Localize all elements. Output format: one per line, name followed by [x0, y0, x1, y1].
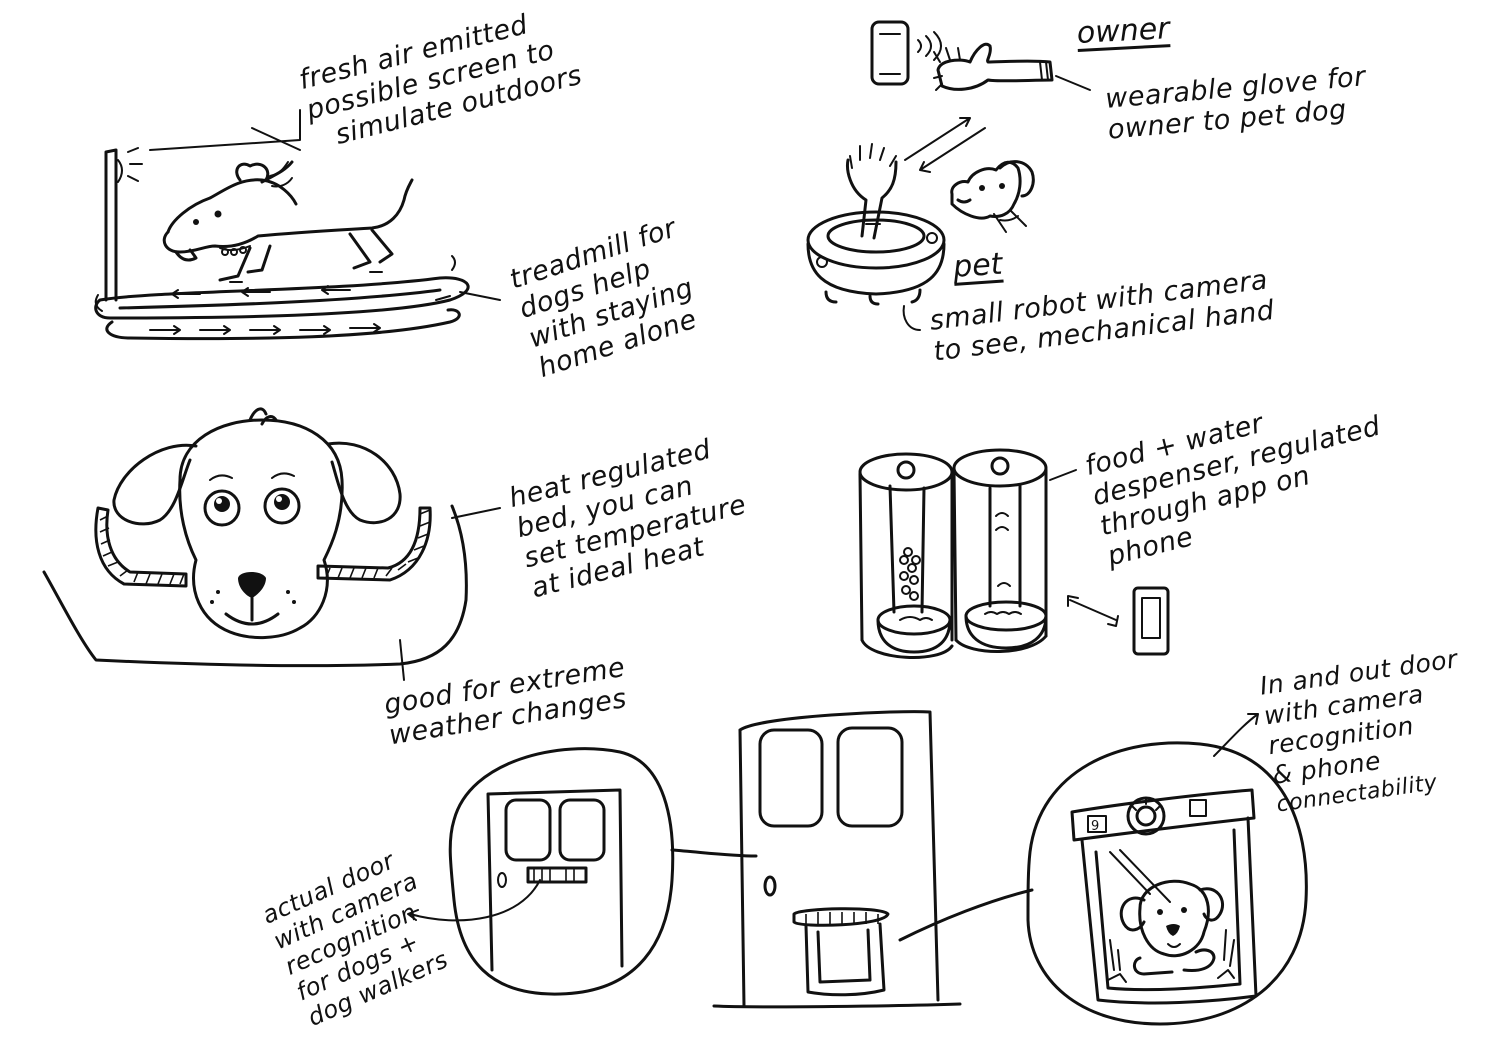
- treadmill-sketch: [94, 147, 470, 341]
- actual-door-closeup: [448, 747, 675, 996]
- robot-leader: [902, 305, 921, 331]
- right-connector: [898, 888, 1034, 942]
- left-connector: [670, 848, 758, 858]
- actual-door-leader: [407, 879, 541, 922]
- owner-label: owner: [1076, 11, 1171, 51]
- fresh-air-leader: [149, 109, 301, 151]
- main-door: [712, 710, 962, 1009]
- pet-door-leader: [1213, 713, 1259, 757]
- dispenser-sketch: [858, 448, 1170, 659]
- svg-text:9: 9: [1091, 819, 1099, 834]
- pet-door-label: In and out door with camera recognition …: [1258, 644, 1476, 820]
- heat-bed-sketch: [42, 407, 468, 668]
- bed-leader: [451, 507, 501, 519]
- pet-label: pet: [952, 246, 1004, 285]
- remote-petting-sketch: [806, 20, 1091, 306]
- pet-door-closeup: 9: [1026, 741, 1308, 1026]
- dispenser-leader: [1049, 469, 1077, 481]
- weather-leader: [399, 639, 405, 681]
- treadmill-leader: [459, 291, 501, 301]
